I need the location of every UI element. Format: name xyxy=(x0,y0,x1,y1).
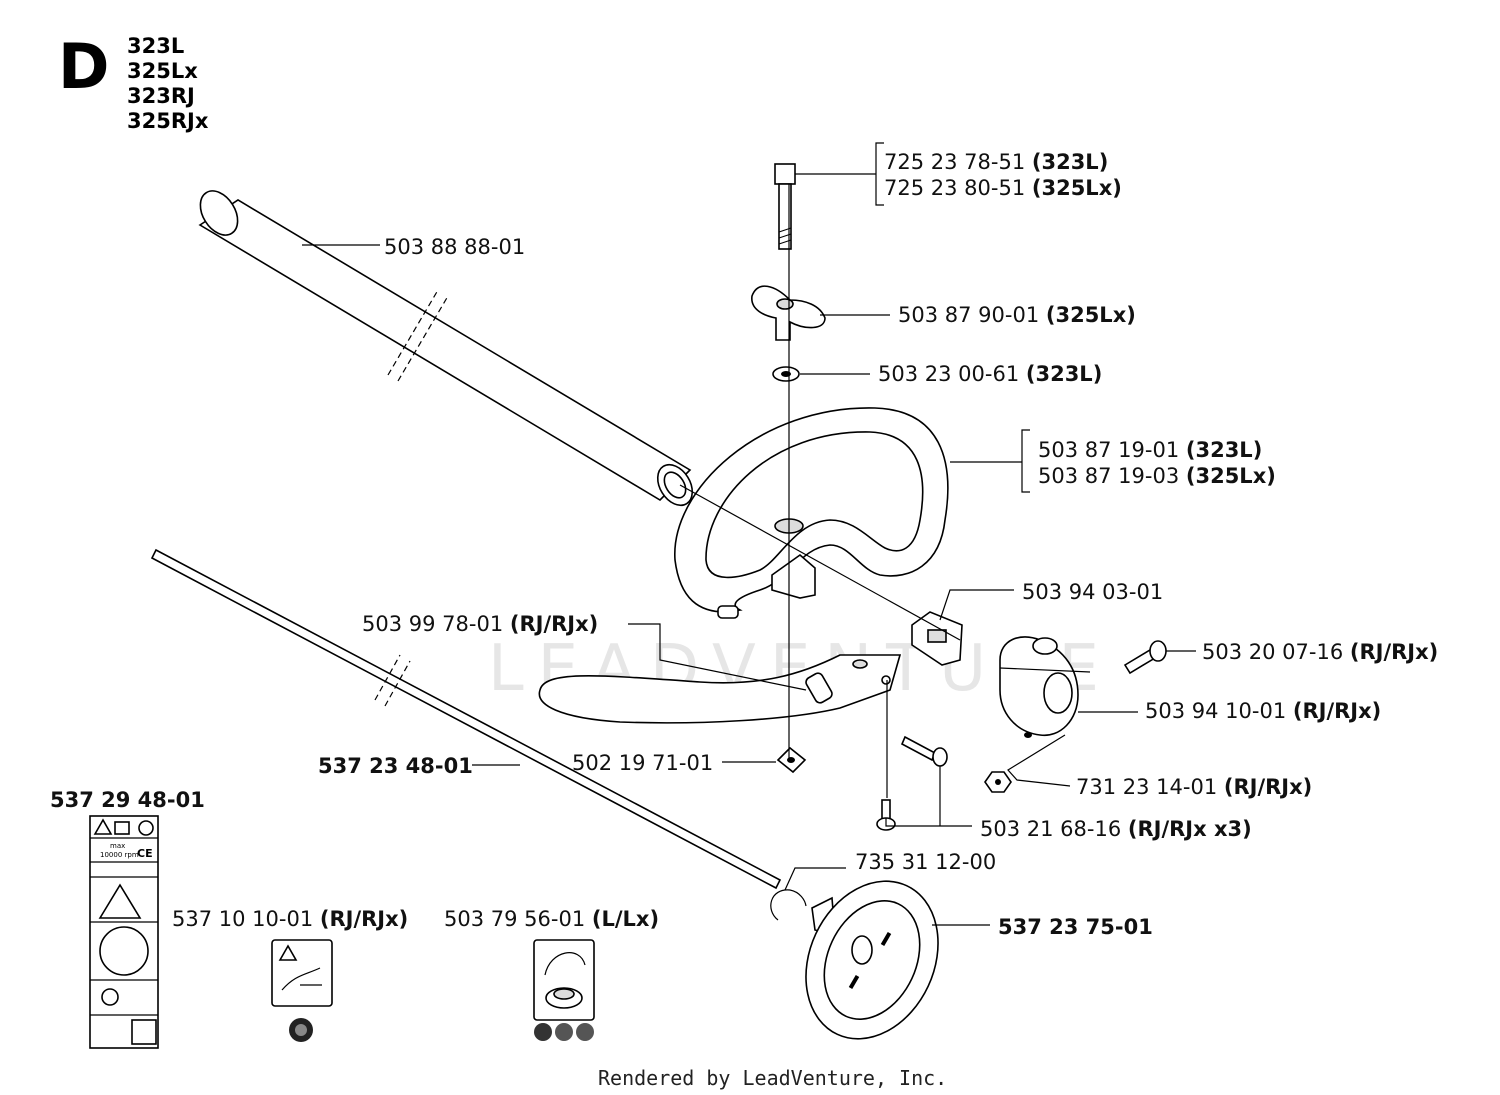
label-decal-rj: 537 10 10-01 (RJ/RJx) xyxy=(172,907,408,931)
label-screw-right: 503 20 07-16 (RJ/RJx) xyxy=(1202,640,1438,664)
nut-drawing xyxy=(984,771,1012,793)
label-circlip: 735 31 12-00 xyxy=(855,850,996,874)
screws-drawing xyxy=(876,735,948,831)
label-bolt-1: 725 23 78-51 (323L) xyxy=(884,150,1108,174)
warning-icon-rj xyxy=(278,944,298,961)
model-3: 323RJ xyxy=(127,84,195,108)
decal-sheet: max 10000 rpm CE xyxy=(89,815,159,1049)
label-nut: 731 23 14-01 (RJ/RJx) xyxy=(1076,775,1312,799)
label-handle-2: 503 87 19-03 (325Lx) xyxy=(1038,464,1276,488)
label-bolt-2: 725 23 80-51 (325Lx) xyxy=(884,176,1122,200)
decal-l xyxy=(533,939,595,1041)
decal-rj xyxy=(271,939,333,1042)
footer-credit: Rendered by LeadVenture, Inc. xyxy=(598,1066,947,1090)
label-square-nut: 502 19 71-01 xyxy=(572,751,713,775)
label-decal-l: 503 79 56-01 (L/Lx) xyxy=(444,907,659,931)
tube-drawing xyxy=(198,190,694,507)
manual-icon xyxy=(114,821,130,835)
decal-dot-1 xyxy=(534,1023,552,1041)
label-decal-kit: 537 29 48-01 xyxy=(50,788,205,812)
cover-drawing xyxy=(805,880,939,1040)
label-barrier: 503 99 78-01 (RJ/RJx) xyxy=(362,612,598,636)
clamp-drawing xyxy=(911,611,963,666)
safety-distance-icon xyxy=(99,926,149,976)
square-nut-drawing xyxy=(776,746,807,774)
model-4: 325RJx xyxy=(127,109,209,133)
screw-right-drawing xyxy=(1123,640,1167,675)
svg-text:max: max xyxy=(110,842,125,850)
label-clamp: 503 94 03-01 xyxy=(1022,580,1163,604)
decal-dot-2 xyxy=(555,1023,573,1041)
svg-text:10000 rpm: 10000 rpm xyxy=(100,851,139,859)
warning-thrown-objects-icon xyxy=(98,883,142,919)
bracket-drawing xyxy=(999,636,1079,738)
label-bracket: 503 94 10-01 (RJ/RJx) xyxy=(1145,699,1381,723)
circlip-drawing xyxy=(770,889,807,921)
helmet-icon xyxy=(138,820,154,836)
decal-dot-3 xyxy=(576,1023,594,1041)
glove-icon xyxy=(131,1019,157,1045)
svg-text:CE: CE xyxy=(137,847,153,860)
label-cover: 537 23 75-01 xyxy=(998,915,1153,939)
leader-lines xyxy=(302,142,1196,926)
label-tube: 503 88 88-01 xyxy=(384,235,525,259)
section-letter: D xyxy=(58,30,109,103)
handle-drawing xyxy=(674,407,949,619)
part-labels: 725 23 78-51 (323L) 725 23 80-51 (325Lx)… xyxy=(50,150,1438,939)
washer-drawing xyxy=(772,366,800,382)
label-screws: 503 21 68-16 (RJ/RJx x3) xyxy=(980,817,1252,841)
label-knob: 503 87 90-01 (325Lx) xyxy=(898,303,1136,327)
drive-shaft-drawing xyxy=(150,548,782,890)
label-shaft: 537 23 48-01 xyxy=(318,754,473,778)
warning-icon xyxy=(93,818,113,835)
label-handle-1: 503 87 19-01 (323L) xyxy=(1038,438,1262,462)
model-2: 325Lx xyxy=(127,59,198,83)
label-washer: 503 23 00-61 (323L) xyxy=(878,362,1102,386)
model-1: 323L xyxy=(127,34,184,58)
barrier-drawing xyxy=(538,654,902,724)
protective-gear-icon xyxy=(101,988,119,1006)
bolt-drawing xyxy=(774,163,796,250)
